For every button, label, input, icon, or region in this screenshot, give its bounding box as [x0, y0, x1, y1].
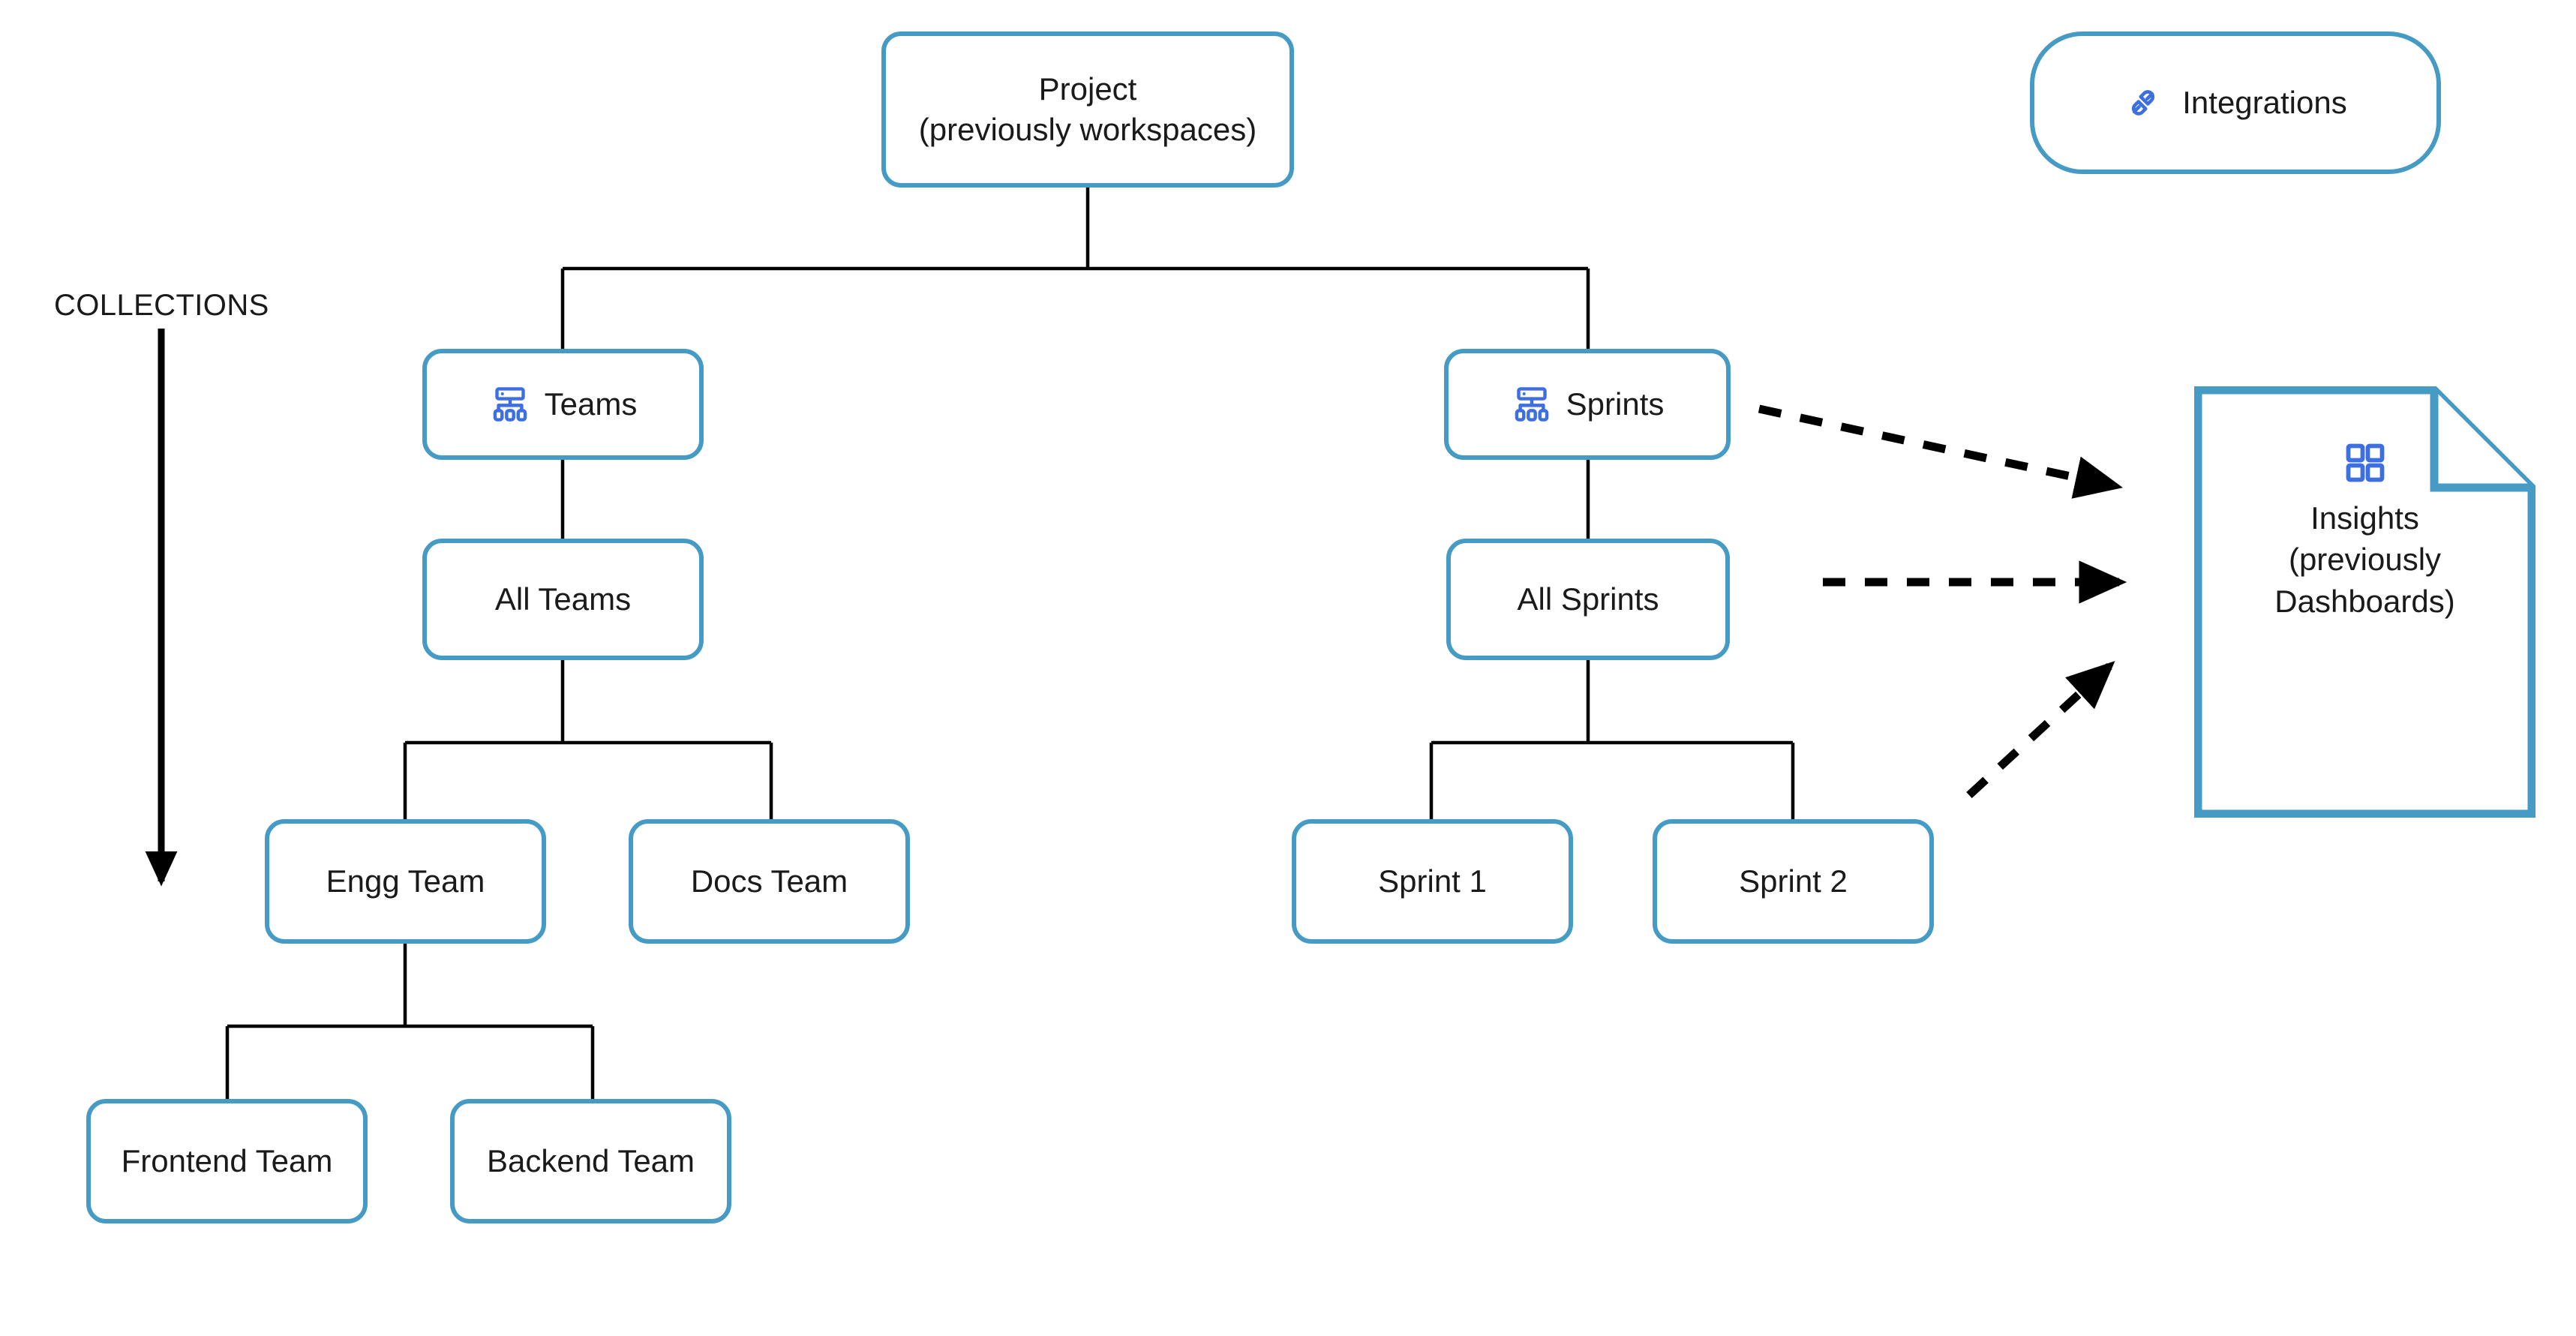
node-teams[interactable]: Teams — [422, 349, 704, 460]
node-integrations[interactable]: Integrations — [2030, 32, 2441, 174]
node-backend-team[interactable]: Backend Team — [450, 1099, 731, 1223]
node-all-teams-label: All Teams — [494, 581, 632, 617]
node-sprint-2-label: Sprint 2 — [1739, 863, 1848, 899]
node-project-label: Project (previously workspaces) — [918, 71, 1257, 147]
node-sprint-2[interactable]: Sprint 2 — [1653, 819, 1934, 944]
plug-connector-icon — [2124, 83, 2163, 122]
node-sprint-1-label: Sprint 1 — [1378, 863, 1487, 899]
grid-2x2-icon — [2343, 440, 2388, 485]
node-sprints[interactable]: Sprints — [1444, 349, 1731, 460]
hierarchy-icon — [489, 383, 531, 425]
node-sprints-label: Sprints — [1566, 386, 1665, 422]
node-all-sprints-label: All Sprints — [1517, 581, 1659, 617]
node-frontend-team-label: Frontend Team — [121, 1143, 333, 1179]
node-integrations-label: Integrations — [2182, 85, 2347, 120]
node-all-sprints[interactable]: All Sprints — [1446, 539, 1730, 660]
node-backend-team-label: Backend Team — [486, 1143, 695, 1179]
node-engg-team[interactable]: Engg Team — [265, 819, 546, 944]
node-project[interactable]: Project (previously workspaces) — [881, 32, 1294, 188]
node-all-teams[interactable]: All Teams — [422, 539, 704, 660]
node-insights-label: Insights (previously Dashboards) — [2274, 500, 2455, 619]
hierarchy-icon — [1511, 383, 1553, 425]
node-teams-label: Teams — [544, 386, 638, 422]
node-insights[interactable]: Insights (previously Dashboards) — [2194, 386, 2535, 818]
node-engg-team-label: Engg Team — [326, 863, 485, 899]
node-frontend-team[interactable]: Frontend Team — [86, 1099, 368, 1223]
document-shape — [2194, 386, 2535, 818]
node-docs-team[interactable]: Docs Team — [629, 819, 910, 944]
node-docs-team-label: Docs Team — [690, 863, 848, 899]
node-sprint-1[interactable]: Sprint 1 — [1292, 819, 1573, 944]
dashed-arrows — [1758, 404, 2127, 799]
collections-section-label: COLLECTIONS — [54, 289, 269, 322]
